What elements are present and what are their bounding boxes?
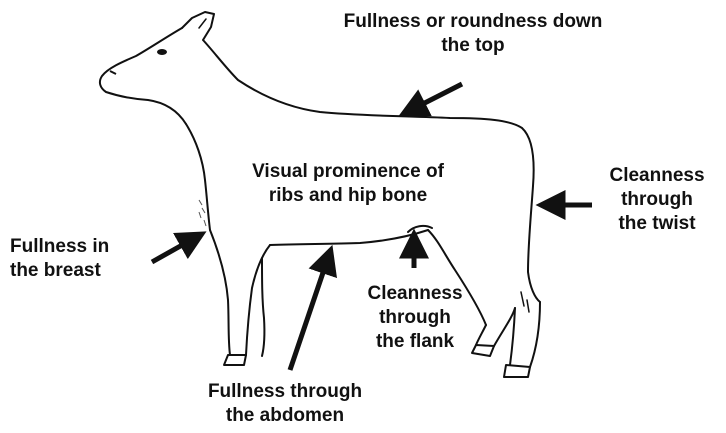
label-breast-line2: the breast xyxy=(10,259,160,283)
breast-shading xyxy=(199,200,206,226)
label-ribs-line2: ribs and hip bone xyxy=(228,184,468,208)
label-flank-line2: through xyxy=(340,306,490,330)
label-top: Fullness or roundness down the top xyxy=(308,10,638,58)
label-twist-line1: Cleanness xyxy=(594,164,720,188)
arrow-top xyxy=(405,84,462,113)
label-top-line2: the top xyxy=(308,34,638,58)
label-top-line1: Fullness or roundness down xyxy=(308,10,638,34)
sheep-eye xyxy=(157,49,167,55)
label-twist-line2: through xyxy=(594,188,720,212)
arrow-abdomen xyxy=(290,252,330,370)
label-abdomen-line2: the abdomen xyxy=(180,404,390,428)
label-breast: Fullness in the breast xyxy=(10,235,160,283)
label-flank-line1: Cleanness xyxy=(340,282,490,306)
label-breast-line1: Fullness in xyxy=(10,235,160,259)
label-twist: Cleanness through the twist xyxy=(594,164,720,236)
label-ribs-line1: Visual prominence of xyxy=(228,160,468,184)
sheep-nostril xyxy=(110,71,116,74)
label-ribs: Visual prominence of ribs and hip bone xyxy=(228,160,468,208)
label-flank: Cleanness through the flank xyxy=(340,282,490,354)
label-twist-line3: the twist xyxy=(594,212,720,236)
label-abdomen-line1: Fullness through xyxy=(180,380,390,404)
label-flank-line3: the flank xyxy=(340,330,490,354)
label-abdomen: Fullness through the abdomen xyxy=(180,380,390,428)
